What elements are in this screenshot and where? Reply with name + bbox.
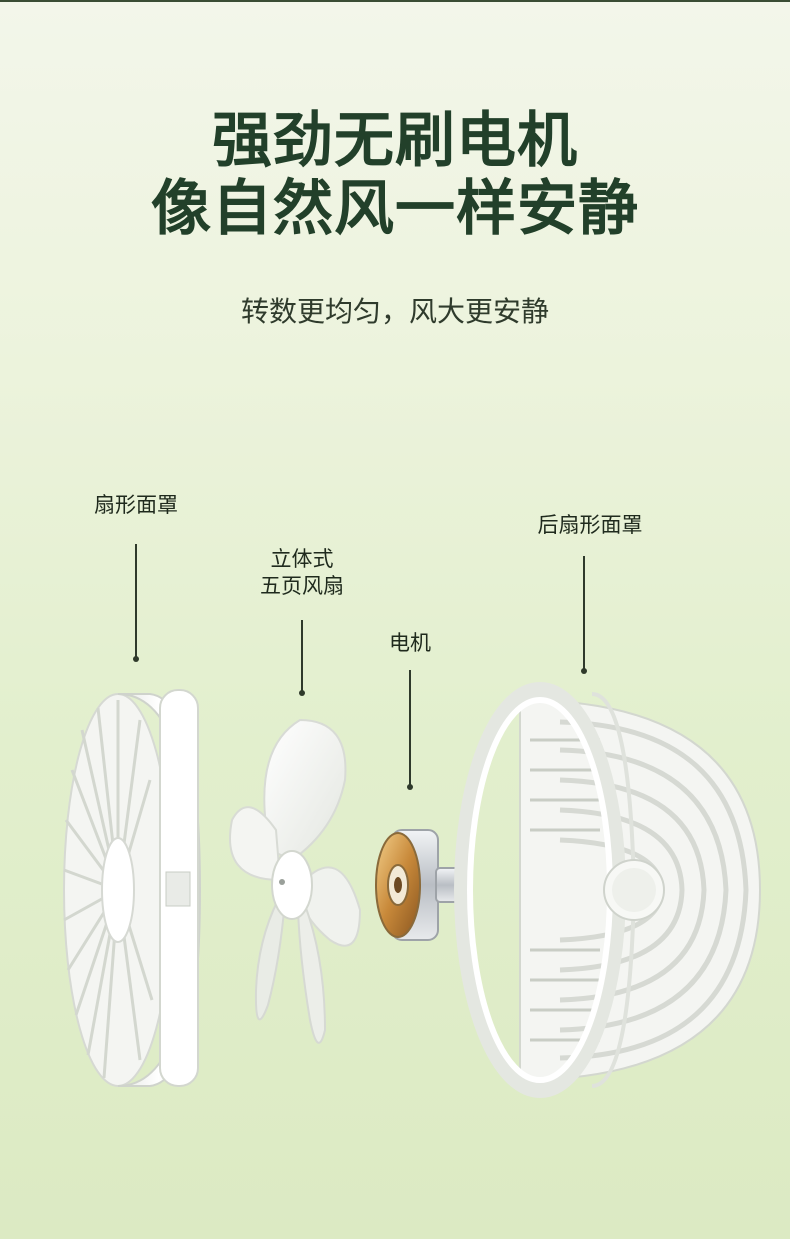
label-rear-cover: 后扇形面罩 (537, 513, 643, 537)
top-border-line (0, 0, 790, 2)
label-blade: 立体式 五页风扇 (232, 546, 372, 600)
blade-part (229, 718, 362, 1044)
leader-dot-front-cover (133, 656, 139, 662)
leader-front-cover (135, 544, 137, 658)
leader-dot-blade (299, 690, 305, 696)
leader-dot-motor (407, 784, 413, 790)
motor-part (375, 829, 463, 941)
subtitle: 转数更均匀，风大更安静 (240, 295, 549, 328)
label-motor: 电机 (389, 631, 431, 655)
leader-rear-cover (583, 556, 585, 670)
leader-dot-rear-cover (581, 668, 587, 674)
front-cover-part (63, 689, 202, 1087)
fan-exploded-view (63, 682, 762, 1098)
leader-blade (301, 620, 303, 692)
label-blade-line-1: 立体式 (270, 547, 334, 571)
label-blade-line-2: 五页风扇 (260, 574, 344, 598)
headline-line-2: 像自然风一样安静 (151, 174, 639, 244)
headline-line-1: 强劲无刷电机 (212, 106, 578, 176)
rear-cover-part (454, 682, 762, 1098)
label-front-cover: 扇形面罩 (94, 493, 178, 517)
leader-motor (409, 670, 411, 786)
